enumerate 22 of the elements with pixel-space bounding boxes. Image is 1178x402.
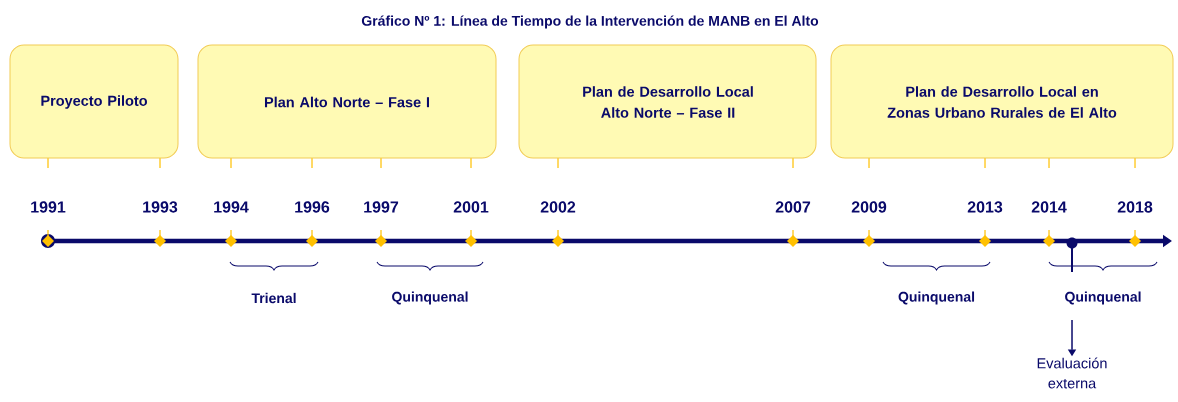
period-label: Trienal — [251, 292, 296, 304]
period-label: Quinquenal — [392, 291, 468, 305]
year-label: 2007 — [775, 201, 811, 213]
year-label: 1993 — [143, 201, 178, 213]
year-label: 2002 — [540, 201, 576, 213]
phase-box: Plan de Desarrollo Local en Zonas Urbano Rurales de El Alto — [830, 44, 1174, 159]
phase-box: Proyecto Piloto — [9, 44, 179, 159]
year-label: 2009 — [851, 201, 887, 213]
year-label: 2014 — [1031, 201, 1067, 213]
period-label: Quinquenal — [898, 291, 975, 305]
phase-box: Plan Alto Norte – Fase I — [197, 44, 497, 159]
year-label: 2018 — [1117, 201, 1153, 213]
phase-box: Plan de Desarrollo Local Alto Norte – Fase II — [518, 44, 817, 159]
year-label: 1996 — [295, 201, 330, 213]
period-label: Quinquenal — [1065, 291, 1141, 305]
note-text: Evaluación externa — [1037, 357, 1107, 389]
year-label: 1997 — [364, 201, 399, 213]
year-label: 2013 — [967, 201, 1003, 213]
year-label: 1991 — [31, 201, 66, 213]
year-label: 2001 — [453, 201, 489, 213]
title: Gráfico Nº 1: Línea de Tiempo de la Intervención de MANB en El Alto — [361, 15, 819, 29]
year-label: 1994 — [214, 201, 249, 213]
